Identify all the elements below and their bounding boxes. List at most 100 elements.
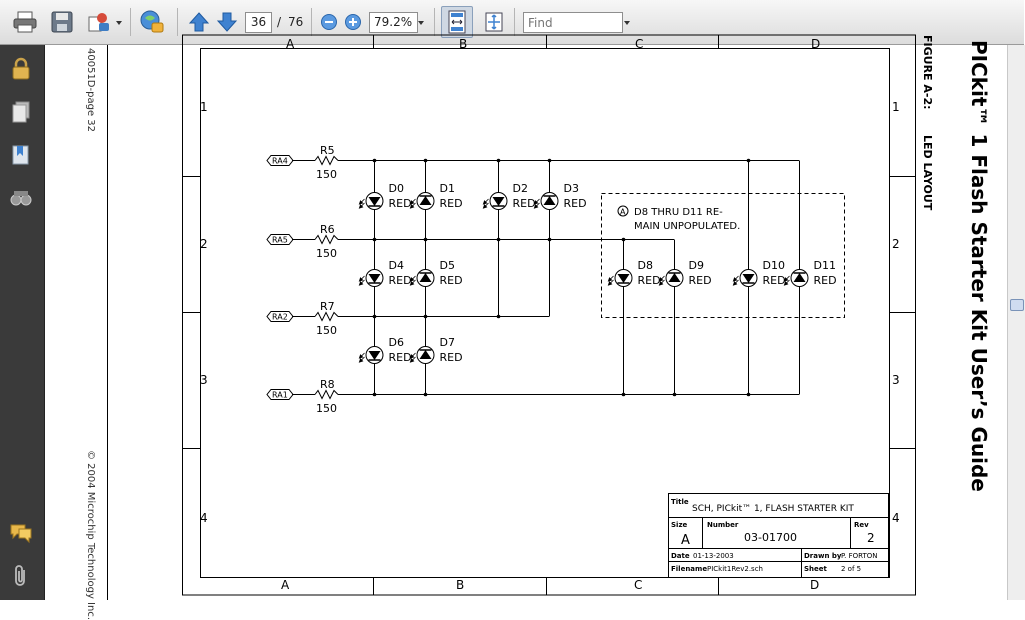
organizer-icon[interactable] <box>139 9 165 35</box>
led-ref: D10 <box>763 259 785 272</box>
led-color: RED <box>763 274 786 287</box>
resistor-ref: R5 <box>320 144 335 157</box>
led-ref: D2 <box>513 182 528 195</box>
title-label: Title <box>671 498 689 506</box>
row-label: 1 <box>200 100 208 114</box>
column-label: C <box>635 37 643 51</box>
filename-label: Filename <box>671 565 707 573</box>
bookmarks-icon[interactable] <box>7 141 35 169</box>
column-label: B <box>456 578 464 592</box>
vertical-scrollbar[interactable] <box>1007 45 1025 600</box>
save-icon[interactable] <box>49 9 75 35</box>
number-label: Number <box>707 521 739 529</box>
share-dropdown[interactable] <box>114 13 124 32</box>
led-color: RED <box>389 274 412 287</box>
note-marker: A <box>620 208 626 217</box>
page-margin-rule <box>107 45 108 600</box>
led-color: RED <box>638 274 661 287</box>
share-icon[interactable] <box>86 9 112 35</box>
paperclip-icon[interactable] <box>7 562 35 590</box>
column-label: D <box>811 37 820 51</box>
attachments-icon[interactable] <box>7 184 35 212</box>
zoom-out-icon[interactable] <box>316 9 342 35</box>
led-ref: D0 <box>389 182 404 195</box>
find-input[interactable] <box>523 12 623 33</box>
row-label: 2 <box>200 237 208 251</box>
row-ticks <box>182 176 916 449</box>
rev-label: Rev <box>854 521 869 529</box>
sheet-label: Sheet <box>804 565 828 573</box>
input-flags <box>266 155 294 400</box>
outer-frame <box>182 34 916 596</box>
drawn-by-label: Drawn by <box>804 552 842 560</box>
led-ref: D9 <box>689 259 704 272</box>
row-label: 3 <box>892 373 900 387</box>
note-line-1: D8 THRU D11 RE- <box>634 207 723 218</box>
input-net-label: RA1 <box>272 391 288 400</box>
input-net-label: RA5 <box>272 236 288 245</box>
sheet-value: 2 of 5 <box>841 565 861 573</box>
led-ref: D6 <box>389 336 404 349</box>
row-label: 3 <box>200 373 208 387</box>
print-icon[interactable] <box>12 9 38 35</box>
row-label: 2 <box>892 237 900 251</box>
resistor-ref: R8 <box>320 378 335 391</box>
zoom-in-icon[interactable] <box>340 9 366 35</box>
page-separator: / <box>277 15 282 29</box>
document-viewer[interactable]: 40051D-page 32 © 2004 Microchip Technolo… <box>45 34 1007 620</box>
date-label: Date <box>671 552 690 560</box>
row-label: 1 <box>892 100 900 114</box>
navigation-pane <box>0 45 45 600</box>
resistor-ref: R6 <box>320 223 335 236</box>
note-line-2: MAIN UNPOPULATED. <box>634 221 740 232</box>
resistor-value: 150 <box>316 324 337 337</box>
zoom-input[interactable]: 79.2% <box>369 12 418 33</box>
column-label: D <box>810 578 819 592</box>
column-label: C <box>634 578 642 592</box>
column-label: B <box>459 37 467 51</box>
number-value: 03-01700 <box>744 531 797 544</box>
toolbar: 36 / 76 79.2% <box>0 0 1024 45</box>
filename-value: PICkit1Rev2.sch <box>707 565 763 573</box>
title-block <box>668 493 889 578</box>
scrollbar-thumb[interactable] <box>1010 299 1024 311</box>
led-color: RED <box>389 197 412 210</box>
led-color: RED <box>440 351 463 364</box>
page-down-icon[interactable] <box>214 9 240 35</box>
led-color: RED <box>564 197 587 210</box>
row-label: 4 <box>200 511 208 525</box>
page-number-input[interactable]: 36 <box>245 12 272 33</box>
led-ref: D7 <box>440 336 455 349</box>
comments-icon[interactable] <box>7 519 35 547</box>
led-ref: D4 <box>389 259 404 272</box>
junctions <box>372 158 751 397</box>
resistors <box>314 155 339 400</box>
resistor-ref: R7 <box>320 300 335 313</box>
fit-width-icon[interactable] <box>441 6 473 38</box>
rev-value: 2 <box>867 531 875 545</box>
lock-icon[interactable] <box>7 55 35 83</box>
pages-icon[interactable] <box>7 98 35 126</box>
resistor-value: 150 <box>316 247 337 260</box>
resistor-value: 150 <box>316 168 337 181</box>
find-dropdown[interactable] <box>622 13 632 32</box>
fit-page-icon[interactable] <box>481 9 507 35</box>
led-ref: D5 <box>440 259 455 272</box>
led-color: RED <box>689 274 712 287</box>
zoom-dropdown[interactable] <box>416 13 426 32</box>
row-label: 4 <box>892 511 900 525</box>
note-marker-circle <box>617 205 629 217</box>
led-color: RED <box>440 197 463 210</box>
page-up-icon[interactable] <box>186 9 212 35</box>
column-ticks <box>373 35 719 595</box>
led-color: RED <box>513 197 536 210</box>
